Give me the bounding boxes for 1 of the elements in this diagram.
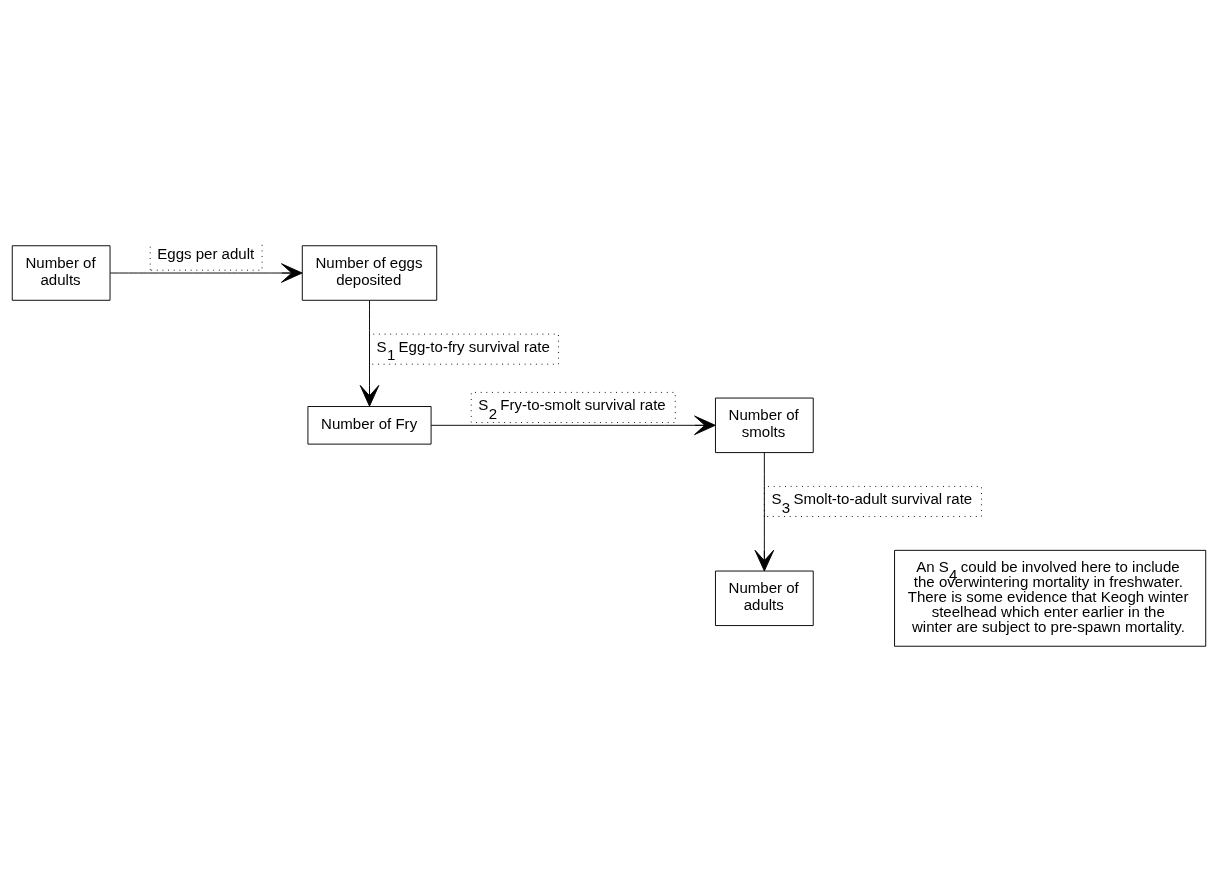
edge-label: Eggs per adult	[157, 244, 255, 262]
